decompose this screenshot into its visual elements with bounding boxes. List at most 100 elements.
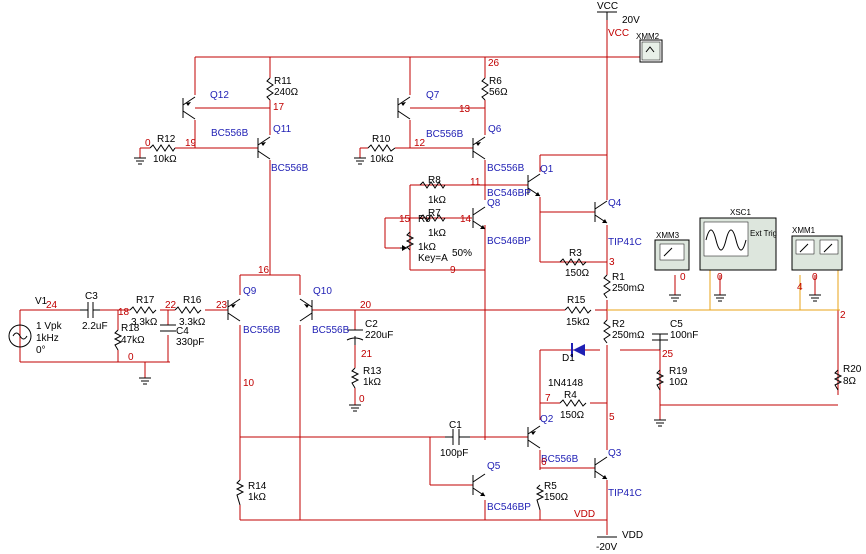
svg-text:150Ω: 150Ω [560, 410, 585, 421]
resistor-r12[interactable]: R12 10kΩ [149, 134, 177, 165]
transistor-q7[interactable]: Q7 BC556B [397, 90, 464, 140]
multimeter-xmm1[interactable]: XMM1 [791, 226, 843, 271]
transistor-q4[interactable]: Q4 TIP41C [594, 198, 642, 248]
svg-text:Q9: Q9 [243, 286, 257, 297]
svg-text:Q5: Q5 [487, 461, 501, 472]
resistor-r15[interactable]: R15 15kΩ [564, 295, 592, 328]
resistor-r19[interactable]: R19 10Ω [655, 366, 688, 391]
svg-text:23: 23 [216, 300, 228, 311]
svg-text:Q8: Q8 [487, 198, 501, 209]
potentiometer-r9[interactable]: R9 1kΩ Key=A 50% [400, 214, 472, 264]
svg-text:R10: R10 [372, 134, 391, 145]
resistor-r14[interactable]: R14 1kΩ [235, 479, 267, 506]
oscilloscope-xsc1[interactable]: XSC1 Ext Trig [699, 208, 777, 271]
svg-text:C3: C3 [85, 291, 98, 302]
svg-text:8Ω: 8Ω [843, 376, 857, 387]
svg-text:Q1: Q1 [540, 164, 554, 175]
vdd-supply: VDD -20V VDD [574, 509, 643, 553]
svg-text:R19: R19 [669, 366, 688, 377]
svg-text:Q2: Q2 [540, 414, 554, 425]
svg-text:1kΩ: 1kΩ [248, 492, 267, 503]
transistor-q12[interactable]: Q12 BC556B [182, 90, 249, 139]
svg-text:56Ω: 56Ω [489, 87, 508, 98]
multimeter-xmm2[interactable]: XMM2 [636, 32, 663, 63]
svg-text:14: 14 [460, 214, 472, 225]
svg-text:R1: R1 [612, 272, 625, 283]
svg-text:TIP41C: TIP41C [608, 488, 642, 499]
svg-text:XMM3: XMM3 [656, 231, 680, 240]
transistor-q1[interactable]: Q1 BC546BP [487, 164, 554, 199]
v1-name: V1 [35, 296, 48, 307]
vcc-value: 20V [622, 15, 640, 26]
capacitor-c3[interactable]: C3 2.2uF [80, 291, 108, 332]
vdd-value: -20V [596, 542, 617, 553]
svg-text:XMM2: XMM2 [636, 32, 660, 41]
svg-text:XSC1: XSC1 [730, 208, 751, 217]
svg-text:Q3: Q3 [608, 448, 622, 459]
svg-text:22: 22 [165, 300, 177, 311]
capacitor-c1[interactable]: C1 100pF [440, 420, 470, 459]
transistor-q3[interactable]: Q3 TIP41C [594, 448, 642, 499]
svg-text:R3: R3 [569, 248, 582, 259]
transistor-q11[interactable]: Q11 BC556B [257, 124, 309, 174]
svg-text:R7: R7 [428, 208, 441, 219]
svg-text:4: 4 [797, 282, 803, 293]
resistor-r13[interactable]: R13 1kΩ [350, 366, 382, 389]
svg-text:3.3kΩ: 3.3kΩ [131, 317, 158, 328]
svg-text:220uF: 220uF [365, 330, 393, 341]
v1-frequency: 1kHz [36, 333, 59, 344]
svg-text:25: 25 [662, 349, 674, 360]
svg-text:20: 20 [360, 300, 372, 311]
resistor-r11[interactable]: R11 240Ω [266, 76, 299, 101]
svg-text:24: 24 [46, 300, 58, 311]
resistor-r3[interactable]: R3 150Ω [559, 248, 590, 279]
transistor-q10[interactable]: Q10 BC556B [299, 286, 350, 336]
svg-text:100nF: 100nF [670, 330, 698, 341]
resistor-r18[interactable]: R18 47kΩ [113, 323, 145, 351]
resistor-r5[interactable]: R5 150Ω [535, 481, 569, 511]
capacitor-c5[interactable]: C5 100nF [652, 319, 698, 350]
svg-text:26: 26 [488, 58, 500, 69]
svg-text:C4: C4 [176, 326, 189, 337]
transistor-q8[interactable]: Q8 BC546BP [472, 198, 531, 247]
vcc-label: VCC [597, 1, 618, 12]
resistor-r8[interactable]: R8 1kΩ [419, 175, 447, 206]
svg-text:150Ω: 150Ω [565, 268, 590, 279]
svg-text:Q11: Q11 [273, 124, 292, 135]
resistor-r4[interactable]: R4 150Ω [559, 390, 587, 421]
resistor-r7[interactable]: R7 1kΩ [419, 208, 447, 239]
multimeter-xmm3[interactable]: XMM3 [654, 231, 690, 271]
svg-text:C5: C5 [670, 319, 683, 330]
transistor-q5[interactable]: Q5 BC546BP [472, 461, 531, 513]
svg-text:R17: R17 [136, 295, 155, 306]
resistor-r6[interactable]: R6 56Ω [481, 76, 508, 101]
svg-text:21: 21 [361, 349, 373, 360]
transistor-q2[interactable]: Q2 BC556B [527, 414, 579, 465]
transistor-q6[interactable]: Q6 BC556B [472, 124, 525, 174]
capacitor-c2[interactable]: C2 220uF [346, 319, 393, 345]
svg-text:BC556B: BC556B [271, 163, 309, 174]
svg-text:XMM1: XMM1 [792, 226, 816, 235]
svg-text:0: 0 [359, 394, 365, 405]
diode-d1[interactable]: D1 1N4148 [548, 343, 585, 389]
svg-text:10kΩ: 10kΩ [153, 154, 177, 165]
source-v1[interactable]: V1 1 Vpk 1kHz 0° [8, 296, 63, 356]
svg-text:C1: C1 [449, 420, 462, 431]
resistor-r1[interactable]: R1 250mΩ [603, 272, 645, 299]
svg-text:BC556B: BC556B [487, 163, 525, 174]
capacitor-c4[interactable]: C4 330pF [160, 324, 204, 348]
svg-text:10: 10 [243, 378, 255, 389]
svg-text:240Ω: 240Ω [274, 87, 299, 98]
svg-text:Q12: Q12 [210, 90, 229, 101]
transistor-q9[interactable]: Q9 BC556B [227, 286, 281, 336]
svg-text:15kΩ: 15kΩ [566, 317, 590, 328]
resistor-r16[interactable]: R16 3.3kΩ [174, 295, 206, 328]
svg-text:R18: R18 [121, 323, 140, 334]
resistor-r2[interactable]: R2 250mΩ [603, 319, 645, 344]
svg-text:Q7: Q7 [426, 90, 440, 101]
resistor-r20[interactable]: R20 8Ω [833, 364, 862, 391]
resistor-r10[interactable]: R10 10kΩ [367, 134, 396, 165]
resistor-r17[interactable]: R17 3.3kΩ [129, 295, 158, 328]
svg-text:13: 13 [459, 104, 471, 115]
